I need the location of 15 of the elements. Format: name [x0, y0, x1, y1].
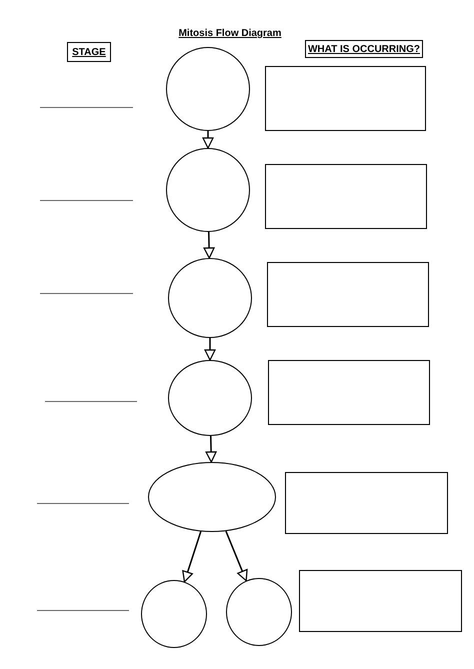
arrow — [202, 131, 214, 149]
diagram-title: Mitosis Flow Diagram — [178, 28, 282, 39]
column-heading: STAGE — [67, 42, 111, 62]
answer-box — [265, 164, 427, 229]
answer-box — [268, 360, 430, 425]
arrow — [204, 338, 216, 361]
arrow — [182, 531, 202, 582]
answer-box — [299, 570, 462, 632]
arrow — [225, 530, 248, 582]
answer-box — [267, 262, 429, 327]
column-heading: WHAT IS OCCURRING? — [305, 40, 423, 58]
arrow — [203, 232, 215, 259]
answer-box — [285, 472, 448, 534]
arrow — [206, 436, 217, 463]
answer-box — [265, 66, 426, 131]
